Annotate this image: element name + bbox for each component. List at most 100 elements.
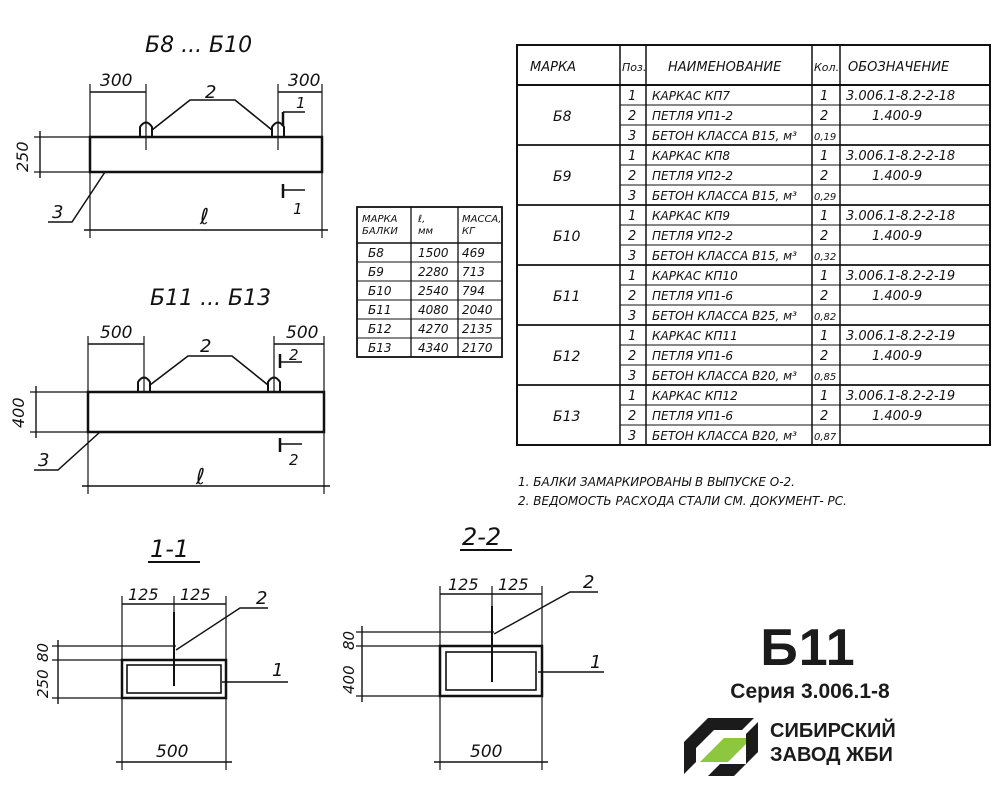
- mass-table-mass: 713: [462, 265, 485, 279]
- pos-label-loop: 2: [205, 82, 216, 103]
- cross-section-2-2: 2-2 125 125 2 1 80 400 500: [340, 523, 604, 770]
- pos-label-frame: 1: [272, 660, 283, 681]
- mass-table-length: 2280: [418, 265, 449, 279]
- spec-table-designation: 3.006.1-8.2-2-19: [846, 329, 955, 344]
- spec-table-qty: 2: [820, 109, 828, 124]
- spec-table-designation: 1.400-9: [872, 229, 922, 244]
- spec-table-header: ОБОЗНАЧЕНИЕ: [848, 60, 950, 75]
- dim-length: ℓ: [199, 205, 209, 230]
- spec-table-name: ПЕТЛЯ УП1-6: [652, 289, 733, 303]
- spec-table-pos: 2: [628, 229, 636, 244]
- company-name: СИБИРСКИЙ ЗАВОД ЖБИ: [770, 719, 896, 767]
- section-mark-bottom: 2: [289, 451, 299, 469]
- mass-table-mark: Б13: [368, 341, 392, 355]
- mass-table-length: 4270: [418, 322, 449, 336]
- spec-table-designation: 3.006.1-8.2-2-19: [846, 269, 955, 284]
- pos-label-loop: 2: [200, 336, 211, 357]
- leader-concrete: [48, 171, 106, 223]
- dim-b: 125: [180, 585, 211, 604]
- spec-table-qty: 2: [820, 349, 828, 364]
- dim-right-offset: 500: [286, 323, 318, 343]
- spec-table-qty: 1: [820, 269, 828, 284]
- section-title: 1-1: [150, 535, 189, 563]
- mass-table-length: 4340: [418, 341, 449, 355]
- logo-green-shape: [700, 738, 752, 762]
- dim-width: 500: [156, 742, 188, 762]
- mass-table-length: 4080: [418, 303, 449, 317]
- spec-table-qty: 1: [820, 389, 828, 404]
- section-mark-top: 1: [296, 94, 306, 112]
- spec-table-qty: 0,87: [814, 432, 837, 443]
- spec-table-qty: 0,19: [814, 132, 836, 143]
- spec-table-qty: 1: [820, 209, 828, 224]
- mass-table-header: МАССА,КГ: [462, 214, 501, 237]
- spec-table-qty: 2: [820, 169, 828, 184]
- dim-a: 125: [448, 575, 479, 594]
- mass-table-mass: 469: [462, 246, 485, 260]
- spec-table-designation: 3.006.1-8.2-2-19: [846, 389, 955, 404]
- spec-table-pos: 2: [628, 109, 636, 124]
- beam-body: [88, 135, 324, 174]
- pos-label-concrete: 3: [38, 450, 49, 471]
- dim-b: 125: [498, 575, 529, 594]
- spec-table-mark: Б13: [553, 409, 580, 425]
- dim-cover: 80: [34, 643, 52, 662]
- dim-width: 500: [470, 742, 502, 762]
- beam-group-title: Б11 ... Б13: [150, 286, 271, 311]
- note-1: 1. БАЛКИ ЗАМАРКИРОВАНЫ В ВЫПУСКЕ О-2.: [518, 475, 795, 489]
- spec-table-name: ПЕТЛЯ УП1-6: [652, 409, 733, 423]
- company-name-line-2: ЗАВОД ЖБИ: [770, 744, 893, 766]
- spec-table-name: ПЕТЛЯ УП2-2: [652, 169, 733, 183]
- spec-table-designation: 1.400-9: [872, 109, 922, 124]
- spec-table-designation: 1.400-9: [872, 349, 922, 364]
- dim-right-offset: 300: [288, 71, 320, 91]
- spec-table-name: КАРКАС КП9: [652, 209, 730, 223]
- mass-table-mark: Б11: [368, 303, 392, 317]
- spec-table-name: БЕТОН КЛАССА В20, м³: [652, 429, 797, 443]
- logo-dark-shape-2: [708, 722, 758, 776]
- spec-table-pos: 1: [628, 149, 636, 164]
- spec-table-name: БЕТОН КЛАССА В15, м³: [652, 129, 797, 143]
- spec-table-name: БЕТОН КЛАССА В20, м³: [652, 369, 797, 383]
- notes: 1. БАЛКИ ЗАМАРКИРОВАНЫ В ВЫПУСКЕ О-2. 2.…: [518, 475, 847, 508]
- spec-table-pos: 3: [628, 249, 636, 264]
- spec-table-pos: 3: [628, 189, 636, 204]
- spec-table-designation: 1.400-9: [872, 289, 922, 304]
- spec-table-qty: 0,82: [814, 312, 836, 323]
- beam-group-title: Б8 ... Б10: [145, 33, 252, 58]
- spec-table-pos: 3: [628, 429, 636, 444]
- spec-table-mark: Б8: [553, 109, 572, 125]
- dim-height: 250: [13, 141, 32, 172]
- spec-table-name: ПЕТЛЯ УП1-2: [652, 109, 733, 123]
- spec-table-mark: Б9: [553, 169, 572, 185]
- spec-table-pos: 2: [628, 349, 636, 364]
- dim-cover: 80: [340, 631, 358, 650]
- spec-table-qty: 2: [820, 289, 828, 304]
- spec-table-pos: 3: [628, 129, 636, 144]
- pos-label-loop: 2: [256, 588, 267, 609]
- spec-table-name: КАРКАС КП12: [652, 389, 738, 403]
- spec-table-pos: 2: [628, 409, 636, 424]
- mass-table-mass: 2135: [462, 322, 493, 336]
- spec-table-header: Поз.: [622, 61, 646, 74]
- spec-table-mark: Б12: [553, 349, 581, 365]
- spec-table-qty: 0,85: [814, 372, 836, 383]
- spec-table-pos: 2: [628, 289, 636, 304]
- pos-label-concrete: 3: [52, 202, 63, 223]
- spec-table-pos: 3: [628, 309, 636, 324]
- spec-table-header: МАРКА: [530, 60, 576, 75]
- dim-left-offset: 500: [100, 323, 132, 343]
- mass-table-mark: Б9: [368, 265, 384, 279]
- section-mark-top: 2: [289, 346, 299, 364]
- product-series: Серия 3.006.1-8: [730, 680, 890, 703]
- mass-table-mark: Б10: [368, 284, 392, 298]
- spec-table-name: ПЕТЛЯ УП1-6: [652, 349, 733, 363]
- dim-left-offset: 300: [100, 71, 132, 91]
- mass-table-mass: 2040: [462, 303, 493, 317]
- beam-elevation-b8-b10: Б8 ... Б10 2 300 300 1 1 250 3: [13, 33, 328, 238]
- spec-table-name: КАРКАС КП11: [652, 329, 738, 343]
- note-2: 2. ВЕДОМОСТЬ РАСХОДА СТАЛИ СМ. ДОКУМЕНТ-…: [518, 494, 847, 508]
- spec-table-designation: 3.006.1-8.2-2-18: [846, 149, 955, 164]
